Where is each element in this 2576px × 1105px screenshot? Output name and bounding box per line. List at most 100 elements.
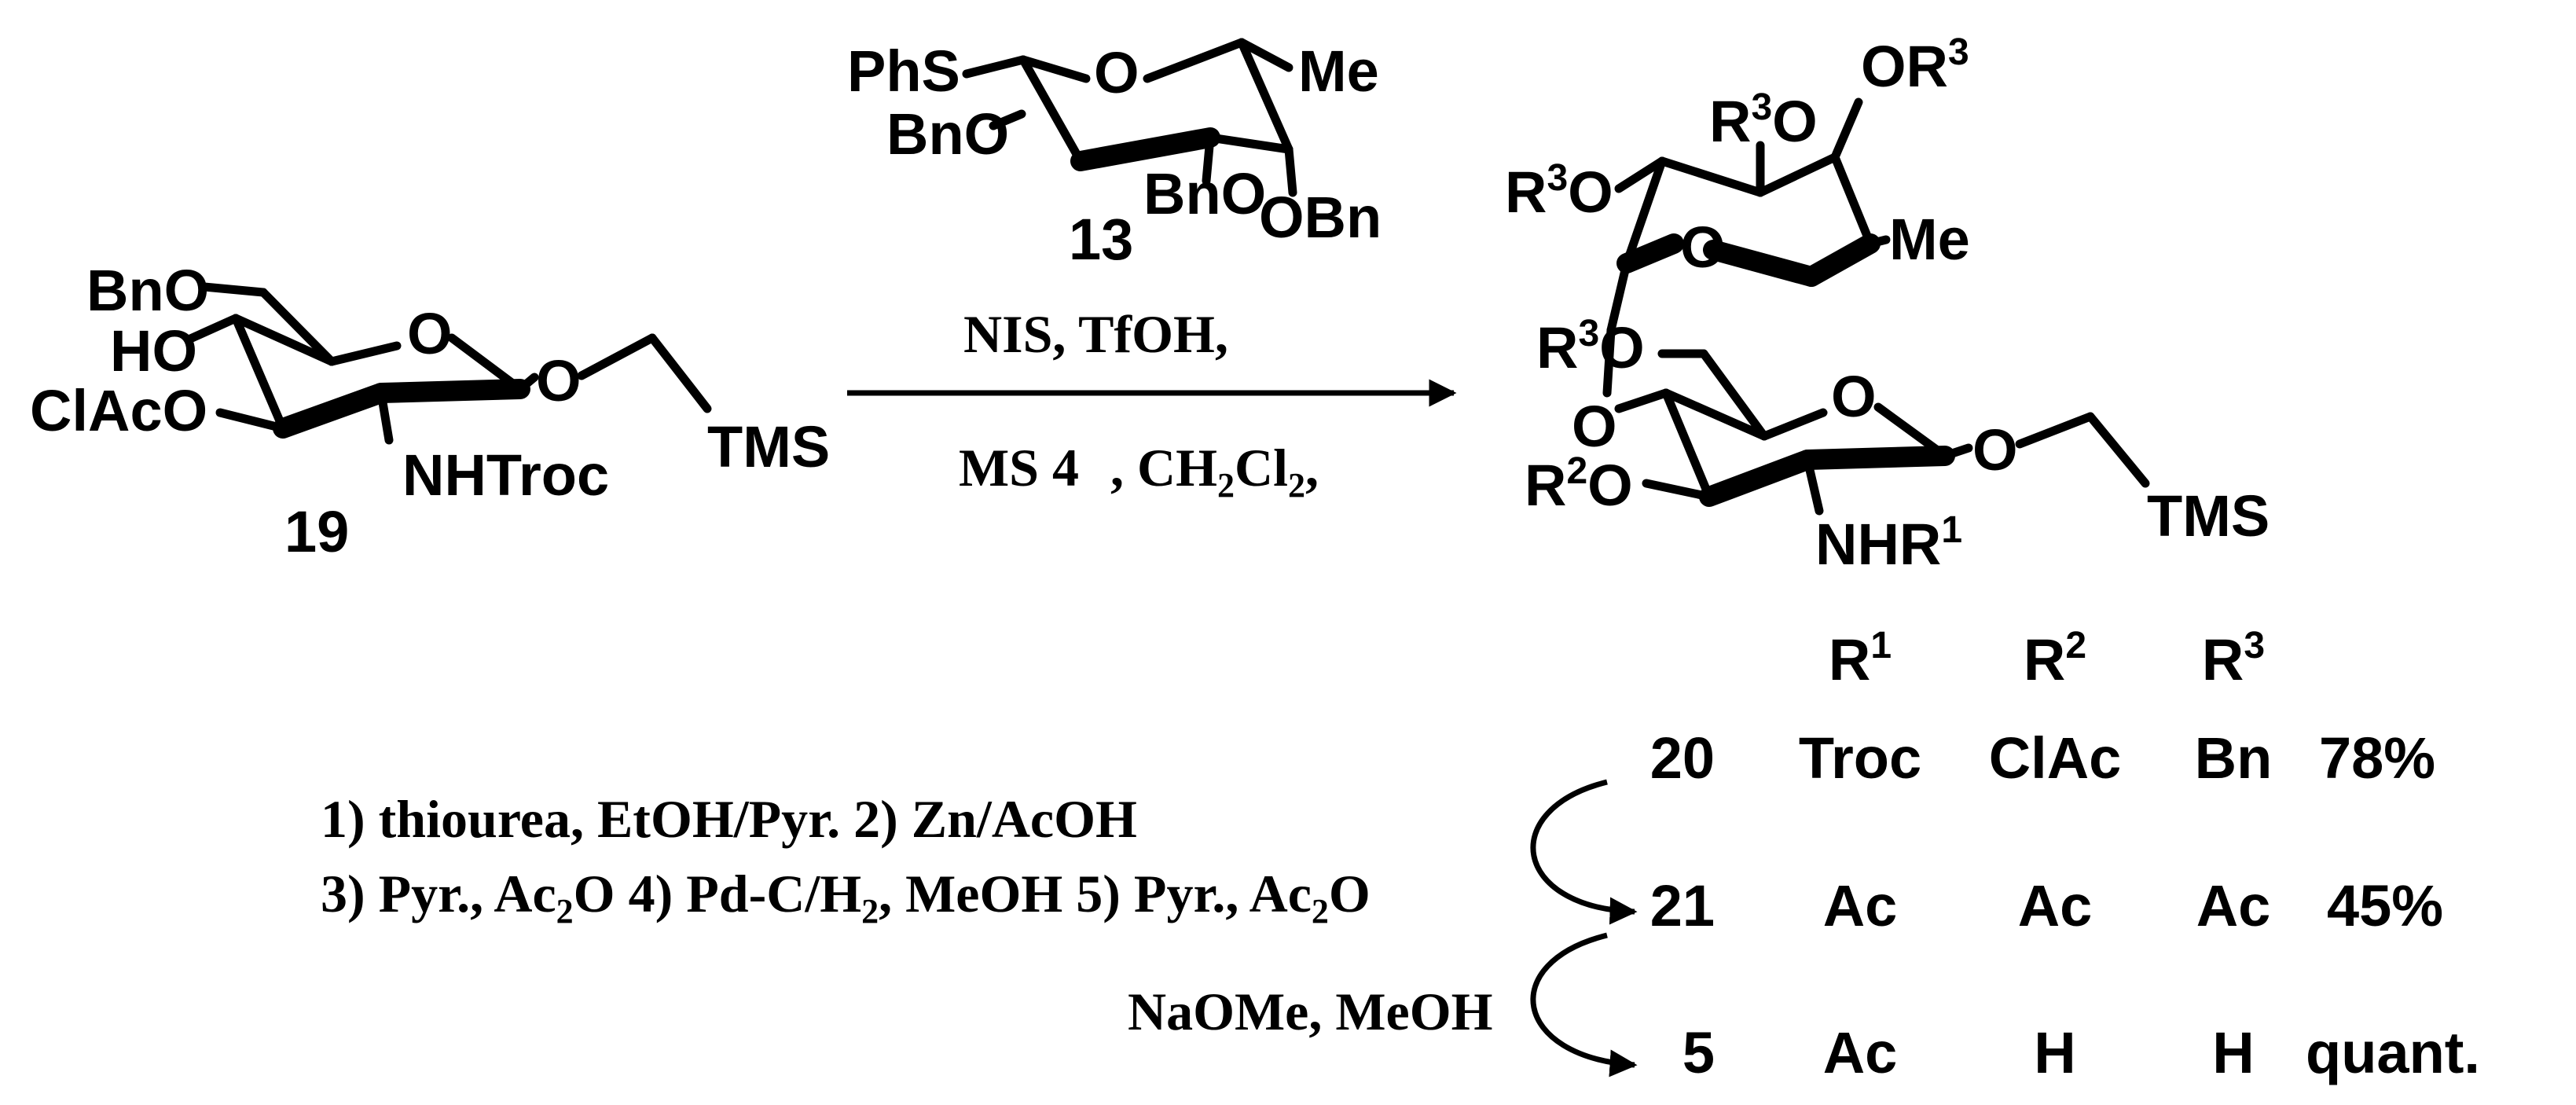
atom-clacO-3: ClAcO [30, 378, 207, 443]
cell-r2: Ac [2018, 873, 2093, 938]
fucose-ring-bonds [1602, 97, 1891, 398]
bond [2086, 412, 2150, 488]
ring-bonds [962, 38, 1297, 197]
cell-r2: H [2034, 1020, 2075, 1085]
bond [184, 314, 240, 344]
atom-r2o: R2O [1525, 450, 1633, 518]
product-disaccharide: OR3 R3O R3O O Me R3O O O R2O O TMS NHR1 [1505, 31, 2270, 577]
bond [962, 55, 1028, 79]
atom-me: Me [1298, 39, 1379, 104]
bond [1205, 133, 1294, 154]
compound-number: 21 [1650, 873, 1715, 938]
conditions-line-2: MS 4, CH2Cl2, [959, 438, 1319, 505]
bond [1830, 152, 1875, 248]
table-row: 5 Ac H H quant. [1682, 1020, 2480, 1085]
bond-bold [1616, 233, 1684, 273]
bond [1143, 38, 1246, 83]
compound-label-19: 19 [284, 499, 349, 564]
bond [1866, 235, 1891, 248]
bond [376, 388, 394, 445]
atom-anomeric-o: O [1972, 417, 2018, 483]
atom-ho-4: HO [110, 318, 197, 384]
bond [215, 408, 288, 433]
cell-r1: Troc [1799, 725, 1921, 791]
thioglycoside-donor-13: PhS O Me BnO BnO OBn 13 [847, 38, 1382, 272]
table-header-r1: R1 [1829, 625, 1892, 692]
bond [577, 333, 657, 380]
bond [1699, 349, 1769, 441]
atom-tms: TMS [707, 414, 830, 479]
bond [1602, 325, 1616, 398]
bond [1803, 455, 1824, 516]
cell-yield: quant. [2306, 1020, 2480, 1085]
bond-bold [1070, 127, 1220, 171]
bond-bold [1699, 450, 1818, 507]
bond [1237, 38, 1294, 154]
atom-nhtroc: NHTroc [402, 442, 609, 508]
atom-or3-top: OR3 [1861, 31, 1969, 99]
bond [1606, 259, 1631, 335]
cell-r1: Ac [1823, 1020, 1898, 1085]
bond [1018, 55, 1091, 83]
bond [231, 314, 288, 433]
bond [1202, 133, 1215, 185]
bond [2015, 412, 2095, 449]
atom-glucosamine-ring-o: O [1831, 364, 1877, 429]
glucosamine-acceptor-19: BnO HO ClAcO O O TMS NHTroc 19 [30, 258, 830, 564]
bond [1614, 388, 1671, 413]
bond-bold [371, 379, 530, 403]
curved-arrow-20-to-21 [1530, 779, 1638, 925]
bond [1614, 156, 1667, 193]
atom-nhr1: NHR1 [1815, 509, 1962, 577]
step-conditions: 1) thiourea, EtOH/Pyr. 2) Zn/AcOH 3) Pyr… [321, 789, 1493, 1041]
steps-line-1: 1) thiourea, EtOH/Pyr. 2) Zn/AcOH [321, 789, 1137, 849]
bond [259, 288, 336, 366]
table-row: 20 Troc ClAc Bn 78% [1650, 725, 2435, 791]
reaction-conditions: NIS, TfOH, MS 4, CH2Cl2, [847, 304, 1457, 505]
atom-ring-o: O [407, 301, 453, 366]
atom-obn-4: OBn [1259, 185, 1382, 250]
bond [1756, 152, 1840, 197]
cell-yield: 45% [2327, 873, 2443, 938]
bond [1284, 145, 1297, 197]
atom-r3o-6: R3O [1536, 313, 1645, 380]
cell-r3: Ac [2196, 873, 2271, 938]
bond [1830, 97, 1863, 162]
substituent-table: R1 R2 R3 20 Troc ClAc Bn 78% 21 Ac Ac Ac… [1650, 625, 2480, 1085]
bond [1622, 156, 1667, 268]
atom-bno-2: BnO [1143, 161, 1266, 226]
bond [327, 341, 402, 366]
cell-yield: 78% [2319, 725, 2435, 791]
glucosamine-ring-bonds [1614, 349, 2150, 516]
bond [516, 373, 539, 394]
bond [1760, 408, 1828, 441]
deprotection-conditions: NaOMe, MeOH [1128, 982, 1493, 1041]
compound-label-13: 13 [1069, 207, 1133, 272]
atom-bno-3: BnO [886, 101, 1009, 167]
atom-tms: TMS [2147, 483, 2270, 549]
atom-fucose-ring-o: O [1680, 215, 1726, 280]
atom-bno-6: BnO [86, 258, 209, 323]
bond [1661, 388, 1769, 441]
bond-bold [1703, 240, 1822, 287]
compound-number: 5 [1682, 1020, 1715, 1085]
conditions-line-1: NIS, TfOH, [963, 304, 1228, 364]
table-header-r2: R2 [2024, 625, 2086, 692]
cell-r3: Bn [2195, 725, 2273, 791]
curved-arrow-21-to-5 [1530, 932, 1638, 1077]
ring-bonds [184, 282, 712, 445]
atom-me: Me [1889, 207, 1970, 272]
bond [1657, 156, 1765, 197]
bond-bold [1797, 446, 1955, 470]
bond [1661, 388, 1714, 501]
cell-r3: H [2212, 1020, 2254, 1085]
bond [648, 333, 712, 413]
compound-number: 20 [1650, 725, 1715, 791]
bond-bold [1801, 233, 1881, 287]
atom-r3o-left: R3O [1505, 157, 1613, 225]
table-row: 21 Ac Ac Ac 45% [1650, 873, 2443, 938]
cell-r1: Ac [1823, 873, 1898, 938]
step-arrows [1530, 779, 1638, 1077]
bond [200, 282, 268, 297]
